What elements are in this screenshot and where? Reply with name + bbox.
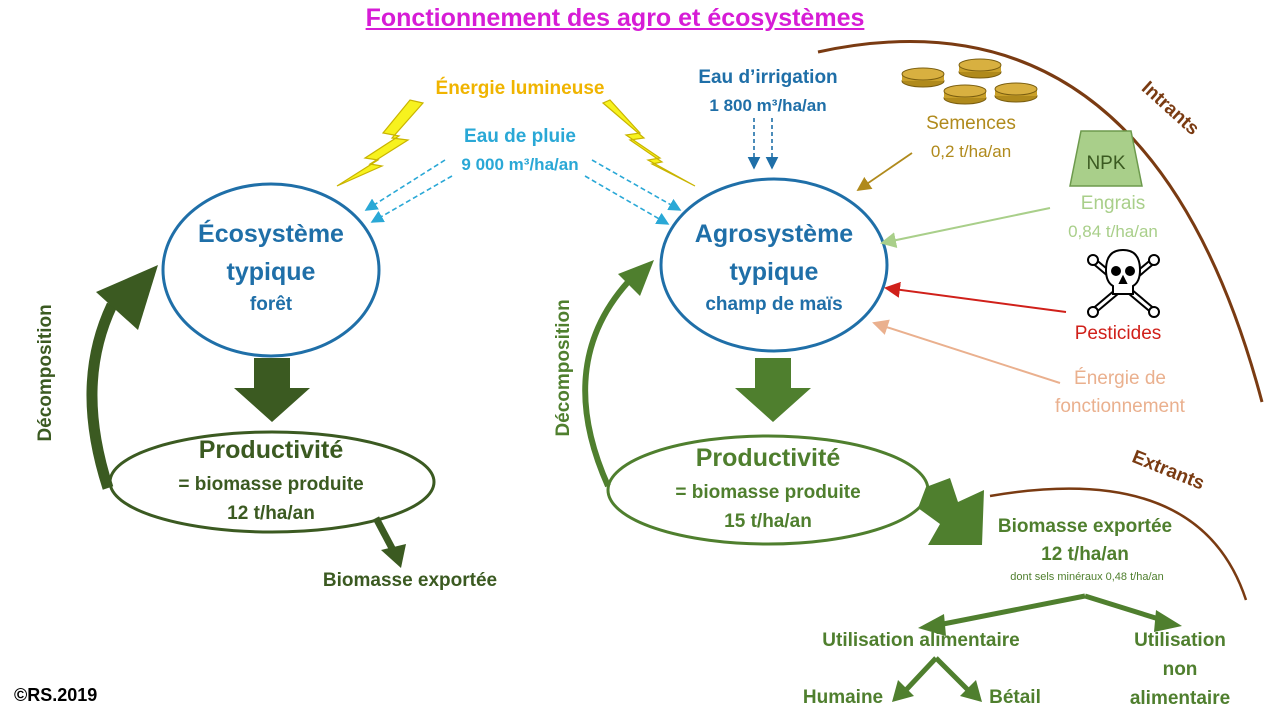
eco-export-arrow — [372, 516, 398, 554]
seeds-arrow — [856, 152, 913, 192]
light-energy-label: Énergie lumineuse — [435, 78, 605, 99]
nonfood-branch-arrow — [1084, 593, 1163, 623]
fertilizer-value: 0,84 t/ha/an — [1068, 222, 1158, 241]
npk-trapezoid-icon — [1069, 130, 1143, 187]
agrosystem-ellipse — [659, 177, 889, 353]
agro-biomass-line: = biomasse produite — [675, 482, 861, 503]
outputs-arc — [989, 487, 1248, 601]
agrosystem-title-line2: typique — [729, 258, 819, 286]
agrosystem-title-line1: Agrosystème — [694, 220, 854, 248]
eco-down-arrow — [234, 358, 310, 422]
eco-biomass-line: = biomasse produite — [178, 474, 364, 495]
agro-productivity-title: Productivité — [695, 444, 841, 472]
agro-exported-label: Biomasse exportée — [997, 516, 1173, 537]
ecosystem-subtitle: forêt — [249, 294, 293, 315]
food-use-label: Utilisation alimentaire — [822, 630, 1020, 651]
rain-arrow — [370, 175, 453, 223]
eco-decomposition-arrow — [86, 302, 117, 490]
energy-input-line2: fonctionnement — [1055, 396, 1185, 417]
fertilizer-label: Engrais — [1080, 193, 1146, 214]
agro-decomposition-arrowhead — [618, 260, 654, 296]
human-use-label: Humaine — [802, 687, 884, 708]
copyright: ©RS.2019 — [14, 685, 98, 705]
inputs-arc — [817, 40, 1264, 403]
eco-decomposition-label: Décomposition — [35, 304, 57, 442]
seed-disc-icon — [901, 58, 1038, 105]
pesticides-arrow — [884, 281, 1067, 313]
lightning-icon — [336, 99, 425, 187]
seeds-label: Semences — [926, 113, 1016, 134]
nonfood-use-line2: non — [1162, 659, 1198, 680]
human-branch-arrowhead — [892, 680, 914, 702]
agro-exported-value: 12 t/ha/an — [1041, 544, 1129, 565]
ecosystem-ellipse — [161, 182, 381, 358]
nonfood-use-line3: alimentaire — [1129, 688, 1231, 709]
npk-label: NPK — [1086, 153, 1125, 174]
rain-value: 9 000 m³/ha/an — [461, 155, 579, 174]
energy-input-arrow — [872, 319, 1061, 384]
ecosystem-title-line2: typique — [226, 258, 316, 286]
human-branch-arrow — [904, 656, 938, 692]
eco-decomposition-arrowhead — [96, 265, 158, 330]
livestock-use-label: Bétail — [989, 687, 1041, 708]
irrigation-label: Eau d’irrigation — [698, 67, 838, 88]
agro-decomposition-label: Décomposition — [553, 299, 575, 437]
irrigation-value: 1 800 m³/ha/an — [709, 96, 827, 115]
nonfood-branch-arrowhead — [1154, 610, 1182, 632]
page-title: Fonctionnement des agro et écosystèmes — [365, 4, 865, 32]
agro-biomass-value: 15 t/ha/an — [724, 511, 812, 532]
agro-export-arrow — [918, 478, 984, 545]
eco-exported-label: Biomasse exportée — [322, 570, 498, 591]
energy-input-line1: Énergie de — [1074, 368, 1166, 389]
eco-productivity-title: Productivité — [198, 436, 344, 464]
rain-arrow — [584, 175, 670, 225]
skull-crossbones-icon — [1087, 248, 1160, 318]
livestock-branch-arrowhead — [960, 680, 982, 702]
fertilizer-arrow — [880, 207, 1051, 248]
food-branch-arrow — [937, 593, 1086, 628]
seeds-value: 0,2 t/ha/an — [930, 142, 1012, 161]
rain-arrow — [591, 159, 682, 211]
agrosystem-subtitle: champ de maïs — [705, 294, 843, 315]
lightning-icon — [601, 99, 696, 187]
ecosystem-title-line1: Écosystème — [198, 220, 344, 248]
rain-label: Eau de pluie — [464, 126, 576, 147]
nonfood-use-line1: Utilisation — [1134, 630, 1226, 651]
eco-biomass-value: 12 t/ha/an — [227, 503, 315, 524]
pesticides-label: Pesticides — [1074, 323, 1162, 344]
food-branch-arrowhead — [918, 614, 946, 636]
livestock-branch-arrow — [934, 656, 970, 692]
agro-decomposition-arrow — [582, 279, 631, 488]
agro-down-arrow — [735, 358, 811, 422]
eco-export-arrowhead — [381, 544, 406, 568]
minerals-note: dont sels minéraux 0,48 t/ha/an — [1010, 571, 1164, 583]
